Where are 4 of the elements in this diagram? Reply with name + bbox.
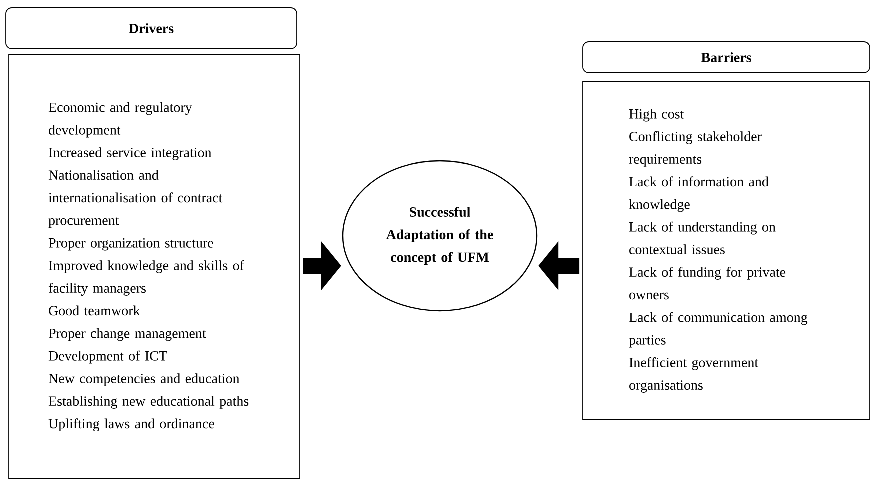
heading-box: Drivers <box>6 8 298 50</box>
heading-box: Barriers <box>582 42 870 74</box>
list-box: Economic and regulatory development Increased service integration Nationalisation and internationalisation of contract procurement Proper organization structure Improved knowledge and skills of facility managers Good teamwork Proper change management Development of ICT New competencies and education Establishing new educational paths Uplifting laws and ordinance <box>8 54 300 479</box>
list-box: High cost Conflicting stakeholder requirements Lack of information and knowledge Lack of understanding on contextual issues Lack of funding for private owners Lack of communication among parties Inefficient government organisations <box>582 82 870 420</box>
